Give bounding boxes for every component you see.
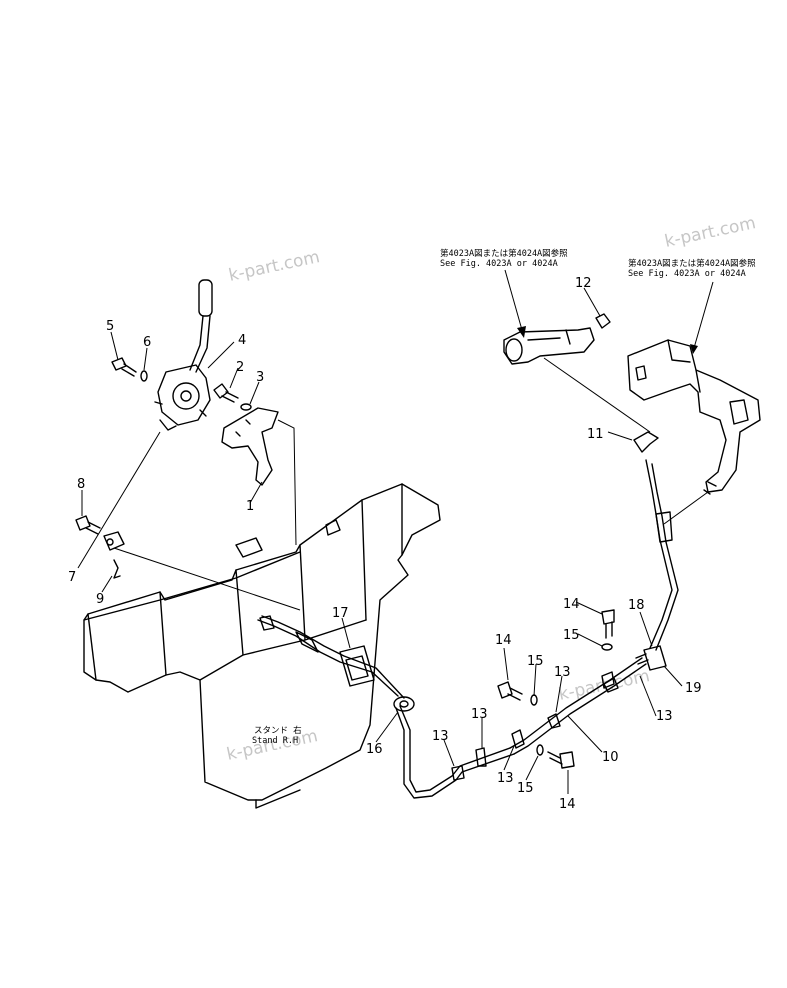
lever-valve-body — [172, 382, 200, 410]
reference-arrows — [504, 269, 714, 354]
ref-note-right-en: See Fig. 4023A or 4024A — [628, 269, 746, 279]
lever-knob — [198, 279, 213, 317]
callout-15-b: 15 — [527, 654, 544, 669]
callout-12: 12 — [575, 276, 592, 291]
bolts-14-washers-15 — [497, 609, 615, 769]
callout-13-b: 13 — [432, 729, 449, 744]
stand-rh: スタンド 右 Stand R.H — [83, 483, 441, 809]
reference-notes: 第4023A図または第4024A図参照 See Fig. 4023A or 40… — [440, 248, 756, 279]
callout-13-a: 13 — [471, 707, 488, 722]
callout-15-c: 15 — [517, 781, 534, 796]
watermark-1: k-part.com — [227, 247, 322, 286]
callout-10: 10 — [602, 750, 619, 765]
callout-9: 9 — [96, 592, 104, 607]
ref-note-left-en: See Fig. 4023A or 4024A — [440, 259, 558, 269]
stand-label-en: Stand R.H — [252, 736, 298, 746]
cables — [113, 357, 709, 799]
callout-17: 17 — [332, 606, 349, 621]
leader-lines — [77, 287, 683, 794]
callout-19: 19 — [685, 681, 702, 696]
callout-14-c: 14 — [559, 797, 576, 812]
stand-label-jp: スタンド 右 — [254, 725, 302, 736]
callout-16: 16 — [366, 742, 383, 757]
ref-note-right-jp: 第4023A図または第4024A図参照 — [628, 258, 756, 269]
callouts: 1 2 3 4 5 6 7 8 9 10 11 12 13 13 13 13 1… — [68, 276, 702, 812]
linkage-arm — [503, 313, 611, 365]
callout-8: 8 — [77, 477, 85, 492]
callout-5: 5 — [106, 319, 114, 334]
callout-13-d: 13 — [554, 665, 571, 680]
callout-7: 7 — [68, 570, 76, 585]
callout-11: 11 — [587, 427, 604, 442]
callout-18: 18 — [628, 598, 645, 613]
pedal-bracket — [627, 339, 761, 495]
callout-2: 2 — [236, 360, 244, 375]
ref-note-left-jp: 第4023A図または第4024A図参照 — [440, 248, 568, 259]
callout-13-c: 13 — [497, 771, 514, 786]
callout-14-b: 14 — [495, 633, 512, 648]
callout-15-a: 15 — [563, 628, 580, 643]
control-lever-4 — [154, 279, 213, 431]
callout-6: 6 — [143, 335, 151, 350]
callout-14-a: 14 — [563, 597, 580, 612]
callout-1: 1 — [246, 499, 254, 514]
callout-4: 4 — [238, 333, 246, 348]
bracket-1 — [221, 407, 297, 546]
callout-3: 3 — [256, 370, 264, 385]
small-hardware — [75, 357, 252, 579]
watermark-2: k-part.com — [663, 213, 758, 252]
callout-13-e: 13 — [656, 709, 673, 724]
watermarks: k-part.com k-part.com k-part.com k-part.… — [225, 213, 758, 765]
